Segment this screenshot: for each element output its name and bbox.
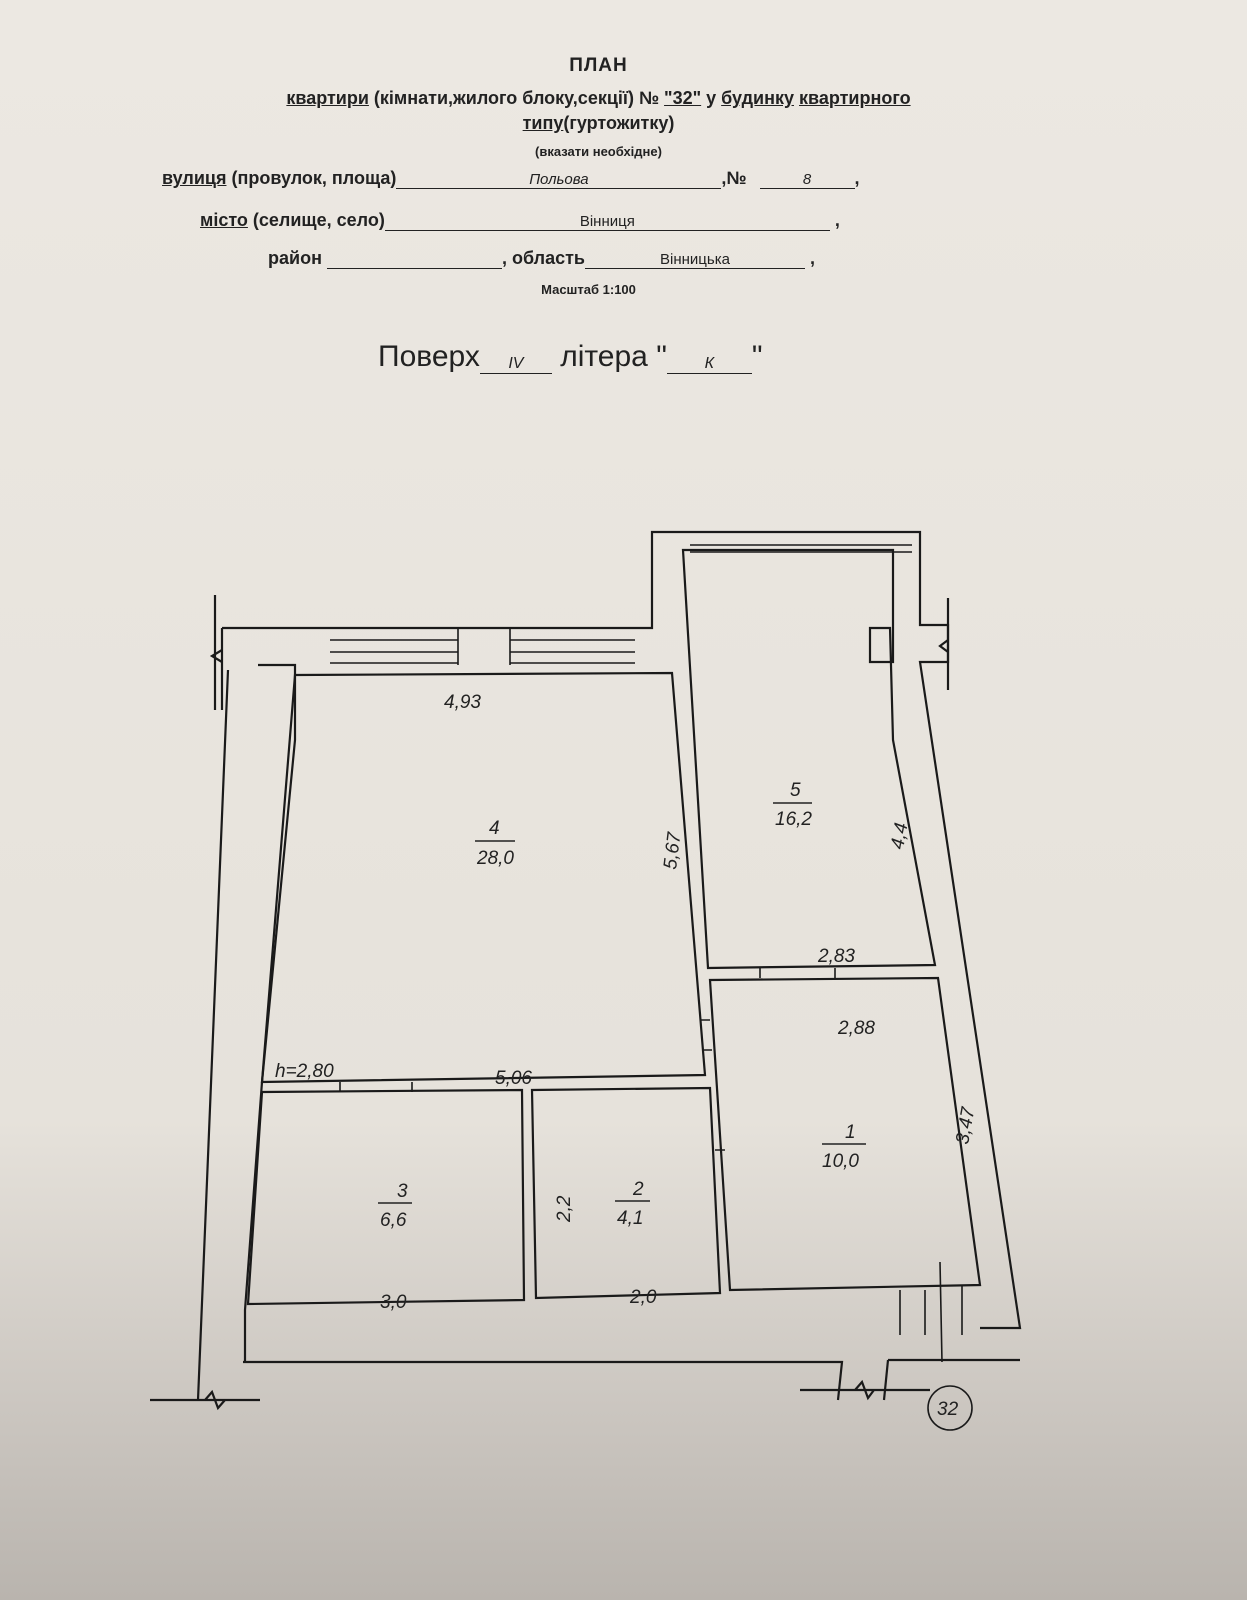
dim-height: h=2,80: [275, 1061, 334, 1082]
t: (селище, село): [247, 210, 385, 230]
dim-r5-side: 4,4: [887, 821, 912, 851]
room-3-area: 6,6: [380, 1210, 407, 1231]
room-5-number: 5: [790, 780, 801, 801]
t: будинку: [721, 88, 794, 108]
room-2-area: 4,1: [617, 1208, 643, 1229]
scale: Масштаб 1:100: [541, 282, 636, 297]
doc-title: ПЛАН: [569, 55, 628, 76]
apartment-number: "32": [664, 88, 702, 108]
dim-r2-bottom: 2,0: [629, 1287, 657, 1308]
note: (вказати необхідне): [535, 144, 662, 159]
doc-subtitle-line1: квартири (кімнати,жилого блоку,секції) №…: [0, 88, 1222, 109]
t: місто: [200, 210, 248, 230]
dim-r3-bottom: 3,0: [380, 1292, 407, 1313]
apartment-marker: 32: [937, 1399, 959, 1420]
t: (кімнати,жилого блоку,секції) №: [368, 88, 665, 108]
room-5: [681, 548, 937, 970]
room-4-area: 28,0: [476, 848, 514, 869]
outer-wall-left: [196, 628, 230, 1401]
room-2-number: 2: [632, 1179, 644, 1200]
t: (провулок, площа): [226, 168, 397, 188]
bottom-wall: [243, 1358, 1020, 1401]
region-value: Вінницька: [584, 251, 805, 269]
room-2: [530, 1086, 722, 1300]
t: (гуртожитку): [563, 113, 675, 133]
room-4-number: 4: [489, 818, 500, 839]
dim-r4-bottom: 5,06: [495, 1068, 532, 1089]
t: квартирного: [799, 88, 911, 108]
dim-r1-top: 2,88: [837, 1018, 875, 1039]
t: , область: [501, 248, 585, 268]
window: [330, 544, 912, 665]
dim-r4-top: 4,93: [444, 692, 481, 713]
t: ,№: [721, 168, 747, 188]
t: типу: [522, 113, 564, 133]
t: у: [701, 88, 722, 108]
floor-value: IV: [479, 355, 552, 374]
letter-value: К: [666, 355, 752, 374]
inner-wall-left: [243, 663, 297, 1362]
room-4: [260, 671, 707, 1084]
room-5-area: 16,2: [775, 809, 812, 830]
room-3-number: 3: [397, 1181, 408, 1202]
doc-subtitle-line2: типу(гуртожитку): [0, 113, 1222, 134]
dim-r5-bottom: 2,83: [817, 946, 855, 967]
door-marks: [339, 968, 963, 1363]
room-1: [708, 976, 982, 1292]
street-value: Польова: [396, 171, 722, 189]
t: літера: [560, 340, 648, 373]
district-value: [326, 268, 502, 269]
room-1-area: 10,0: [822, 1151, 859, 1172]
break-lines: [150, 595, 950, 1411]
t: квартири: [286, 88, 369, 108]
t: Поверх: [378, 340, 480, 373]
t: вулиця: [162, 168, 227, 188]
number-value: 8: [759, 171, 855, 189]
dim-r4-side: 5,67: [660, 830, 686, 871]
street-row: вулиця (провулок, площа)Польова,№ 8,: [162, 168, 860, 189]
city-value: Вінниця: [384, 213, 830, 231]
room-1-number: 1: [845, 1122, 856, 1143]
city-row: місто (селище, село)Вінниця ,: [200, 210, 840, 231]
room-3: [246, 1088, 526, 1306]
apartment-marker-circle: [927, 1385, 973, 1431]
t: район: [268, 248, 322, 268]
dim-r2-side: 2,2: [554, 1195, 575, 1223]
outer-wall: [222, 530, 1022, 1330]
